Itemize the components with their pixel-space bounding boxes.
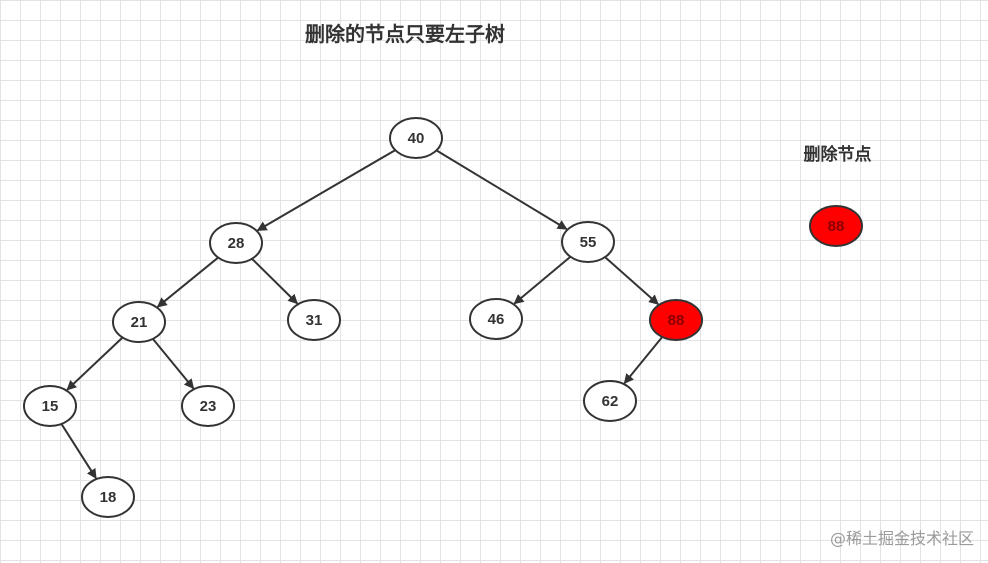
tree-node-88-circle	[649, 299, 703, 341]
tree-node-23-circle	[181, 385, 235, 427]
deleted-node-sample-88-circle	[809, 205, 863, 247]
tree-node-40: 40	[389, 117, 443, 159]
edge-28-21	[156, 256, 219, 308]
tree-node-31-label: 31	[306, 312, 323, 329]
tree-node-15-label: 15	[42, 398, 59, 415]
tree-node-55-circle	[561, 221, 615, 263]
tree-node-46: 46	[469, 298, 523, 340]
tree-node-28-circle	[209, 222, 263, 264]
tree-node-21: 21	[112, 301, 166, 343]
edge-15-18	[60, 423, 97, 480]
watermark: @稀土掘金技术社区	[829, 529, 974, 548]
tree-node-15-circle	[23, 385, 77, 427]
diagram-title: 删除的节点只要左子树	[305, 22, 505, 46]
deleted-node-sample-88-label: 88	[828, 218, 845, 235]
tree-node-46-label: 46	[488, 311, 505, 328]
tree-node-31-circle	[287, 299, 341, 341]
deleted-node-sample: 88	[809, 205, 863, 247]
tree-node-28: 28	[209, 222, 263, 264]
tree-node-18-circle	[81, 476, 135, 518]
tree-node-46-circle	[469, 298, 523, 340]
tree-node-62: 62	[583, 380, 637, 422]
tree-node-15: 15	[23, 385, 77, 427]
tree-node-23-label: 23	[200, 398, 217, 415]
tree-edges	[60, 149, 663, 480]
edge-21-15	[66, 336, 124, 391]
tree-node-40-circle	[389, 117, 443, 159]
edge-55-46	[513, 255, 572, 305]
edge-40-55	[435, 149, 568, 230]
tree-node-23: 23	[181, 385, 235, 427]
deleted-node-sample-88: 88	[809, 205, 863, 247]
tree-node-28-label: 28	[228, 235, 245, 252]
edge-88-62	[623, 336, 663, 385]
tree-node-62-circle	[583, 380, 637, 422]
tree-node-21-label: 21	[131, 314, 148, 331]
tree-nodes: 40 28 55 21 31 46 88 15 23 62 18	[23, 117, 703, 518]
edge-21-23	[152, 338, 195, 390]
edge-55-88	[604, 256, 659, 305]
edge-28-31	[251, 258, 299, 305]
tree-node-18: 18	[81, 476, 135, 518]
tree-node-62-label: 62	[602, 393, 619, 410]
tree-node-55-label: 55	[580, 234, 597, 251]
deleted-node-label: 删除节点	[803, 145, 872, 165]
tree-node-40-label: 40	[408, 130, 425, 147]
tree-node-88: 88	[649, 299, 703, 341]
edge-40-28	[256, 149, 396, 232]
tree-node-31: 31	[287, 299, 341, 341]
tree-node-88-label: 88	[668, 312, 685, 329]
tree-node-18-label: 18	[100, 489, 117, 506]
tree-node-55: 55	[561, 221, 615, 263]
tree-node-21-circle	[112, 301, 166, 343]
